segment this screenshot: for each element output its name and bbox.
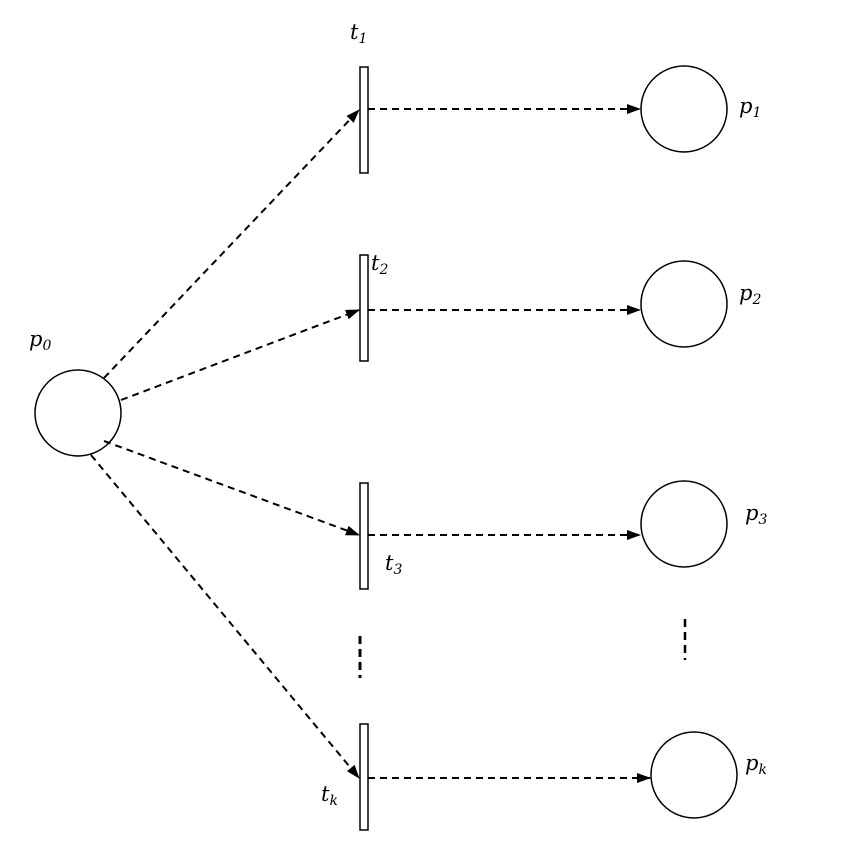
arc-p0-t1 <box>103 109 360 379</box>
place-pk <box>650 731 738 819</box>
transition-t2 <box>359 254 369 362</box>
label-p2: p2 <box>739 281 762 308</box>
label-t1: t1 <box>350 20 368 47</box>
label-tk: tk <box>321 782 338 809</box>
place-p1 <box>640 65 728 153</box>
arc-p0-t2 <box>120 309 360 401</box>
transition-tk <box>359 723 369 831</box>
transition-t3 <box>359 482 369 590</box>
label-t2: t2 <box>371 251 389 278</box>
arc-p0-tk <box>90 454 360 779</box>
place-p2 <box>640 260 728 348</box>
label-p3: p3 <box>745 501 768 528</box>
label-t3: t3 <box>385 551 403 578</box>
place-p0 <box>34 369 122 457</box>
label-pk: pk <box>745 751 767 778</box>
label-p1: p1 <box>739 94 762 121</box>
label-p0: p0 <box>29 327 52 354</box>
place-p3 <box>640 480 728 568</box>
arc-p0-t3 <box>103 440 360 536</box>
transition-t1 <box>359 66 369 174</box>
